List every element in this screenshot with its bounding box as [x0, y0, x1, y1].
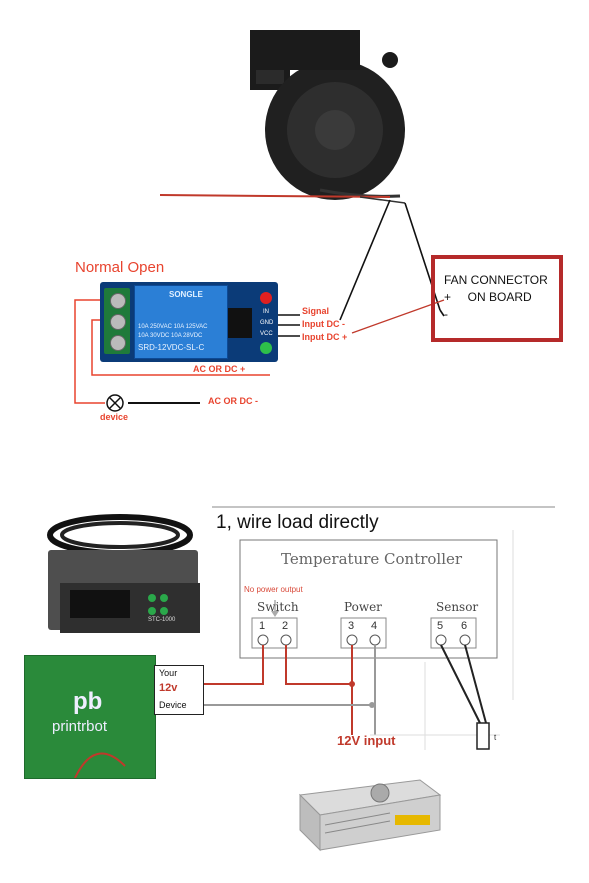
label-ac-dc-minus: AC OR DC -: [208, 396, 258, 406]
your-device-line3: Device: [159, 700, 187, 710]
label-input-dc-plus: Input DC +: [302, 332, 348, 342]
label-signal: Signal: [302, 306, 330, 316]
blower-fan: [240, 20, 410, 200]
your-device-line2: 12v: [159, 682, 178, 694]
relay-brand: SONGLE: [169, 290, 203, 299]
screw-terminal: [104, 288, 130, 354]
label-device: device: [100, 412, 129, 422]
red-led: [260, 292, 272, 304]
pin-vcc: VCC: [260, 331, 273, 337]
power-label: Power: [344, 600, 382, 614]
screw-icon: [110, 314, 126, 330]
device-lamp-icon: [105, 393, 125, 413]
pin-gnd: GND: [260, 320, 274, 326]
wire-load-heading: 1, wire load directly: [216, 512, 379, 533]
stc-model-label: STC-1000: [148, 617, 176, 623]
label-ac-dc-plus: AC OR DC +: [193, 364, 246, 374]
no-power-output-label: No power output: [244, 585, 303, 594]
printrbot-name: printrbot: [52, 718, 108, 735]
fan-connector-minus: -: [444, 307, 448, 321]
12v-input-label: 12V input: [337, 733, 396, 748]
relay-rating-2: 10A 30VDC 10A 28VDC: [138, 333, 203, 339]
fan-connector-box: FAN CONNECTOR + ON BOARD -: [431, 255, 563, 342]
terminal-1: 1: [259, 620, 266, 632]
power-supply-unit: [280, 775, 445, 855]
relay-model: SRD-12VDC-SL-C: [138, 343, 205, 352]
switch-label: Switch: [257, 600, 299, 614]
relay-board: SONGLE 10A 250VAC 10A 125VAC 10A 30VDC 1…: [100, 282, 278, 362]
printrbot-logo: pb: [73, 688, 103, 715]
your-device-box: Your 12v Device: [154, 665, 204, 715]
sensor-mark: t: [494, 733, 497, 742]
printrbot-heated-bed: pb printrbot: [24, 655, 156, 779]
relay-component: SONGLE 10A 250VAC 10A 125VAC 10A 30VDC 1…: [134, 285, 228, 359]
temperature-controller-title: Temperature Controller: [281, 550, 463, 568]
stc-1000-controller: STC-1000: [40, 505, 200, 635]
terminal-6: 6: [461, 620, 468, 632]
normal-open-title: Normal Open: [75, 259, 165, 276]
sensor-label: Sensor: [436, 600, 479, 614]
terminal-2: 2: [282, 620, 289, 632]
terminal-5: 5: [437, 620, 444, 632]
screw-icon: [110, 335, 126, 351]
label-input-dc-minus: Input DC -: [302, 319, 345, 329]
relay-rating-1: 10A 250VAC 10A 125VAC: [138, 324, 208, 330]
fan-connector-title: FAN CONNECTOR: [444, 273, 548, 287]
terminal-4: 4: [371, 620, 378, 632]
pin-in: IN: [263, 309, 269, 315]
fan-connector-plus: + ON BOARD: [444, 290, 532, 304]
green-led: [260, 342, 272, 354]
screw-icon: [110, 293, 126, 309]
terminal-3: 3: [348, 620, 355, 632]
pin-header: [228, 308, 252, 338]
your-device-line1: Your: [159, 668, 178, 678]
